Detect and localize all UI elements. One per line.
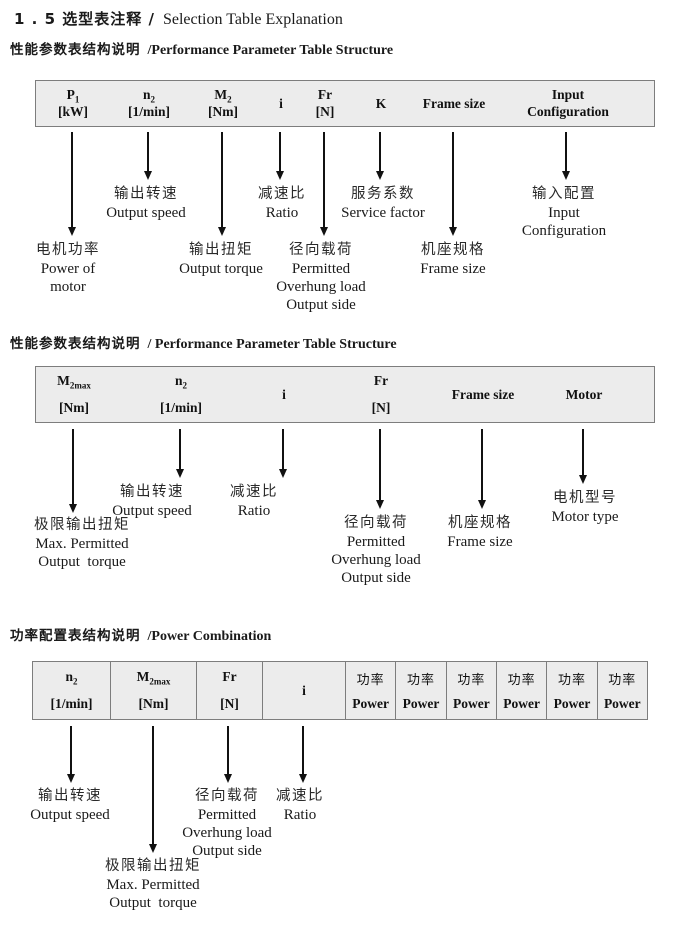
label-service-factor: 服务系数 Service factor <box>341 186 425 221</box>
arrow-i <box>299 726 307 783</box>
t2-col-fr: Fr [N] <box>371 373 391 415</box>
page-title: 1 . 5 选型表注释 / Selection Table Explanatio… <box>14 8 343 29</box>
label-overhung-load: 径向载荷 Permitted Overhung load Output side <box>331 515 421 586</box>
t3-col-power-6: 功率 Power <box>603 673 641 711</box>
label-ratio: 减速比 Ratio <box>276 788 324 823</box>
label-power-of-motor: 电机功率 Power of motor <box>36 242 100 295</box>
label-ratio: 减速比 Ratio <box>230 484 278 519</box>
t3-col-fr: Fr [N] <box>197 662 263 719</box>
label-motor-type: 电机型号 Motor type <box>551 490 619 525</box>
t1-col-p1: P1 [kW] <box>58 87 88 119</box>
t1-col-n2: n2 [1/min] <box>128 87 170 119</box>
t1-col-fr: Fr [N] <box>315 87 335 119</box>
arrow-n2 <box>67 726 75 783</box>
t1-col-input-configuration: Input Configuration <box>527 87 609 119</box>
arrow-fr <box>224 726 232 783</box>
label-max-permitted-output-torque: 极限输出扭矩 Max. Permitted Output torque <box>34 517 130 570</box>
label-frame-size: 机座规格 Frame size <box>447 515 513 550</box>
label-output-speed: 输出转速 Output speed <box>112 484 192 519</box>
arrow-n2 <box>144 132 152 180</box>
t2-col-i: i <box>282 386 286 402</box>
arrow-n2 <box>176 429 184 478</box>
label-overhung-load: 径向载荷 Permitted Overhung load Output side <box>276 242 366 313</box>
t3-col-m2max: M2max [Nm] <box>111 662 197 719</box>
section2-heading: 性能参数表结构说明 / Performance Parameter Table … <box>10 336 397 352</box>
section1-heading: 性能参数表结构说明 /Performance Parameter Table S… <box>10 42 394 58</box>
label-input-configuration: 输入配置 Input Configuration <box>521 186 607 239</box>
arrow-fr <box>320 132 328 236</box>
page-title-en: Selection Table Explanation <box>162 11 343 28</box>
arrow-m2max <box>69 429 77 513</box>
arrow-frame-size <box>478 429 486 509</box>
t2-col-m2max: M2max [Nm] <box>57 373 91 415</box>
t3-col-i: i <box>263 662 346 719</box>
arrow-i <box>279 429 287 478</box>
label-output-torque: 输出扭矩 Output torque <box>179 242 263 277</box>
label-max-permitted-output-torque: 极限输出扭矩 Max. Permitted Output torque <box>105 858 201 911</box>
label-ratio: 减速比 Ratio <box>258 186 306 221</box>
arrow-frame-size <box>449 132 457 236</box>
t1-col-m2: M2 [Nm] <box>208 87 238 119</box>
page-title-zh: 1 . 5 选型表注释 / <box>14 10 155 28</box>
arrow-k <box>376 132 384 180</box>
table1-header-band: P1 [kW] n2 [1/min] M2 [Nm] i Fr [N] K Fr… <box>35 80 655 127</box>
t2-col-frame-size: Frame size <box>451 386 515 402</box>
t3-col-power-5: 功率 Power <box>547 662 598 719</box>
t1-col-frame-size: Frame size <box>422 95 486 111</box>
table3-header-band: n2 [1/min] M2max [Nm] Fr [N] i 功率 Power … <box>32 661 648 720</box>
table2-header-band: M2max [Nm] n2 [1/min] i Fr [N] Frame siz… <box>35 366 655 423</box>
label-overhung-load: 径向载荷 Permitted Overhung load Output side <box>182 788 272 859</box>
label-output-speed: 输出转速 Output speed <box>30 788 110 823</box>
t3-col-power-3: 功率 Power <box>447 662 497 719</box>
arrow-fr <box>376 429 384 509</box>
t3-col-n2: n2 [1/min] <box>33 662 111 719</box>
section3-heading: 功率配置表结构说明 /Power Combination <box>10 628 272 644</box>
label-frame-size: 机座规格 Frame size <box>420 242 486 277</box>
arrow-m2max <box>149 726 157 853</box>
arrow-p1 <box>68 132 76 236</box>
t3-col-power-1: 功率 Power <box>346 662 397 719</box>
t3-col-power-4: 功率 Power <box>497 662 548 719</box>
arrow-motor <box>579 429 587 484</box>
t2-col-motor: Motor <box>565 386 603 402</box>
arrow-m2 <box>218 132 226 236</box>
label-output-speed: 输出转速 Output speed <box>106 186 186 221</box>
arrow-i <box>276 132 284 180</box>
t2-col-n2: n2 [1/min] <box>160 373 202 415</box>
t3-col-power-2: 功率 Power <box>396 662 447 719</box>
t1-col-i: i <box>279 95 283 111</box>
arrow-input-configuration <box>562 132 570 180</box>
t1-col-k: K <box>375 95 387 111</box>
